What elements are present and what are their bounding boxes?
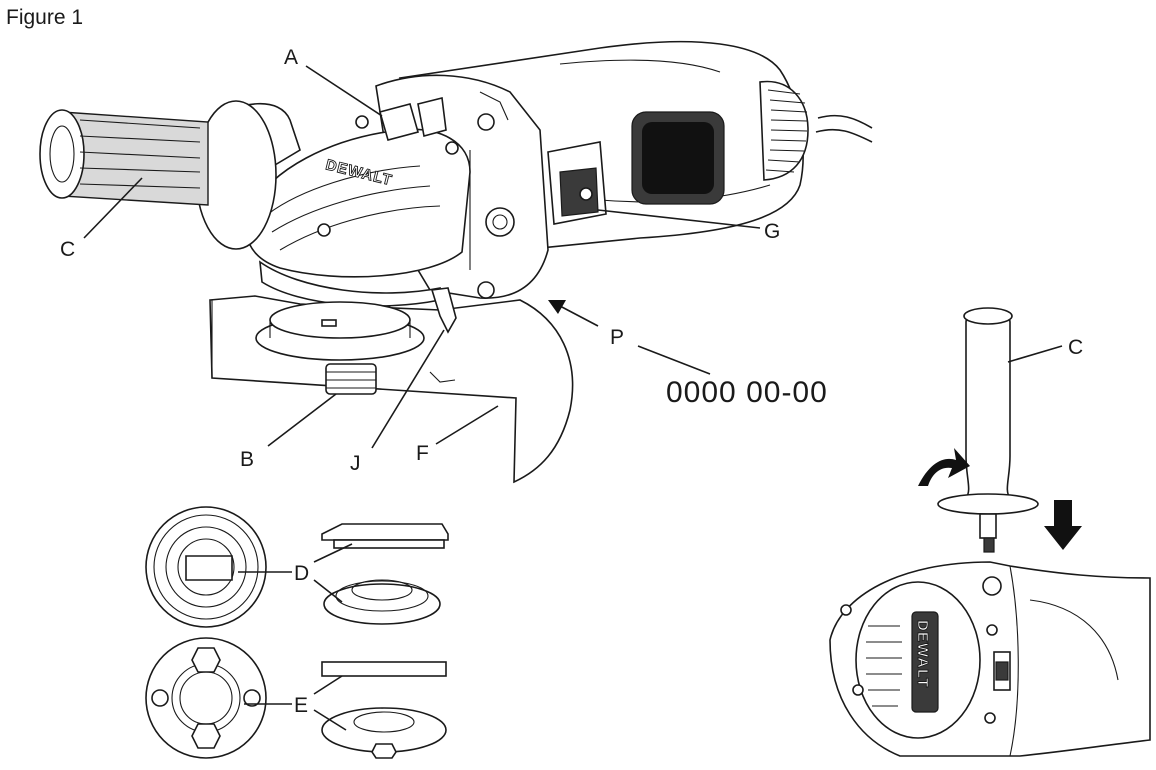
callout-a: A — [284, 46, 298, 69]
callout-c2: C — [1068, 336, 1083, 359]
side-handle-detached — [937, 307, 1039, 553]
callout-c: C — [60, 238, 75, 261]
main-grinder: DEWALT — [39, 40, 873, 484]
callout-g: G — [764, 220, 780, 243]
flange-d-inner — [323, 579, 441, 625]
rotate-arrow-icon — [918, 448, 970, 486]
flange-d-outer — [321, 523, 449, 549]
down-arrow-icon — [1044, 500, 1082, 550]
spindle-lock-button — [379, 97, 447, 141]
guard-release-lever — [430, 287, 457, 334]
flange-e-outer — [321, 661, 447, 677]
callout-e: E — [294, 694, 308, 717]
flange-e-top-view — [145, 637, 267, 759]
brand-logo-detail: DEWALT — [914, 620, 931, 688]
callout-b: B — [240, 448, 254, 471]
spindle — [325, 363, 377, 395]
callout-d: D — [294, 562, 309, 585]
side-handle-mounted — [39, 100, 301, 250]
callout-p: P — [610, 326, 624, 349]
figure-title: Figure 1 — [6, 6, 84, 29]
flange-e-inner — [321, 707, 447, 759]
slide-switch — [547, 141, 607, 225]
grinder-top-detail: DEWALT — [829, 561, 1151, 757]
flange-d-top-view — [145, 506, 267, 628]
callout-f: F — [416, 442, 429, 465]
date-code: 0000 00-00 — [666, 376, 828, 409]
motor-end-cap — [759, 80, 809, 181]
callout-j: J — [350, 452, 361, 475]
